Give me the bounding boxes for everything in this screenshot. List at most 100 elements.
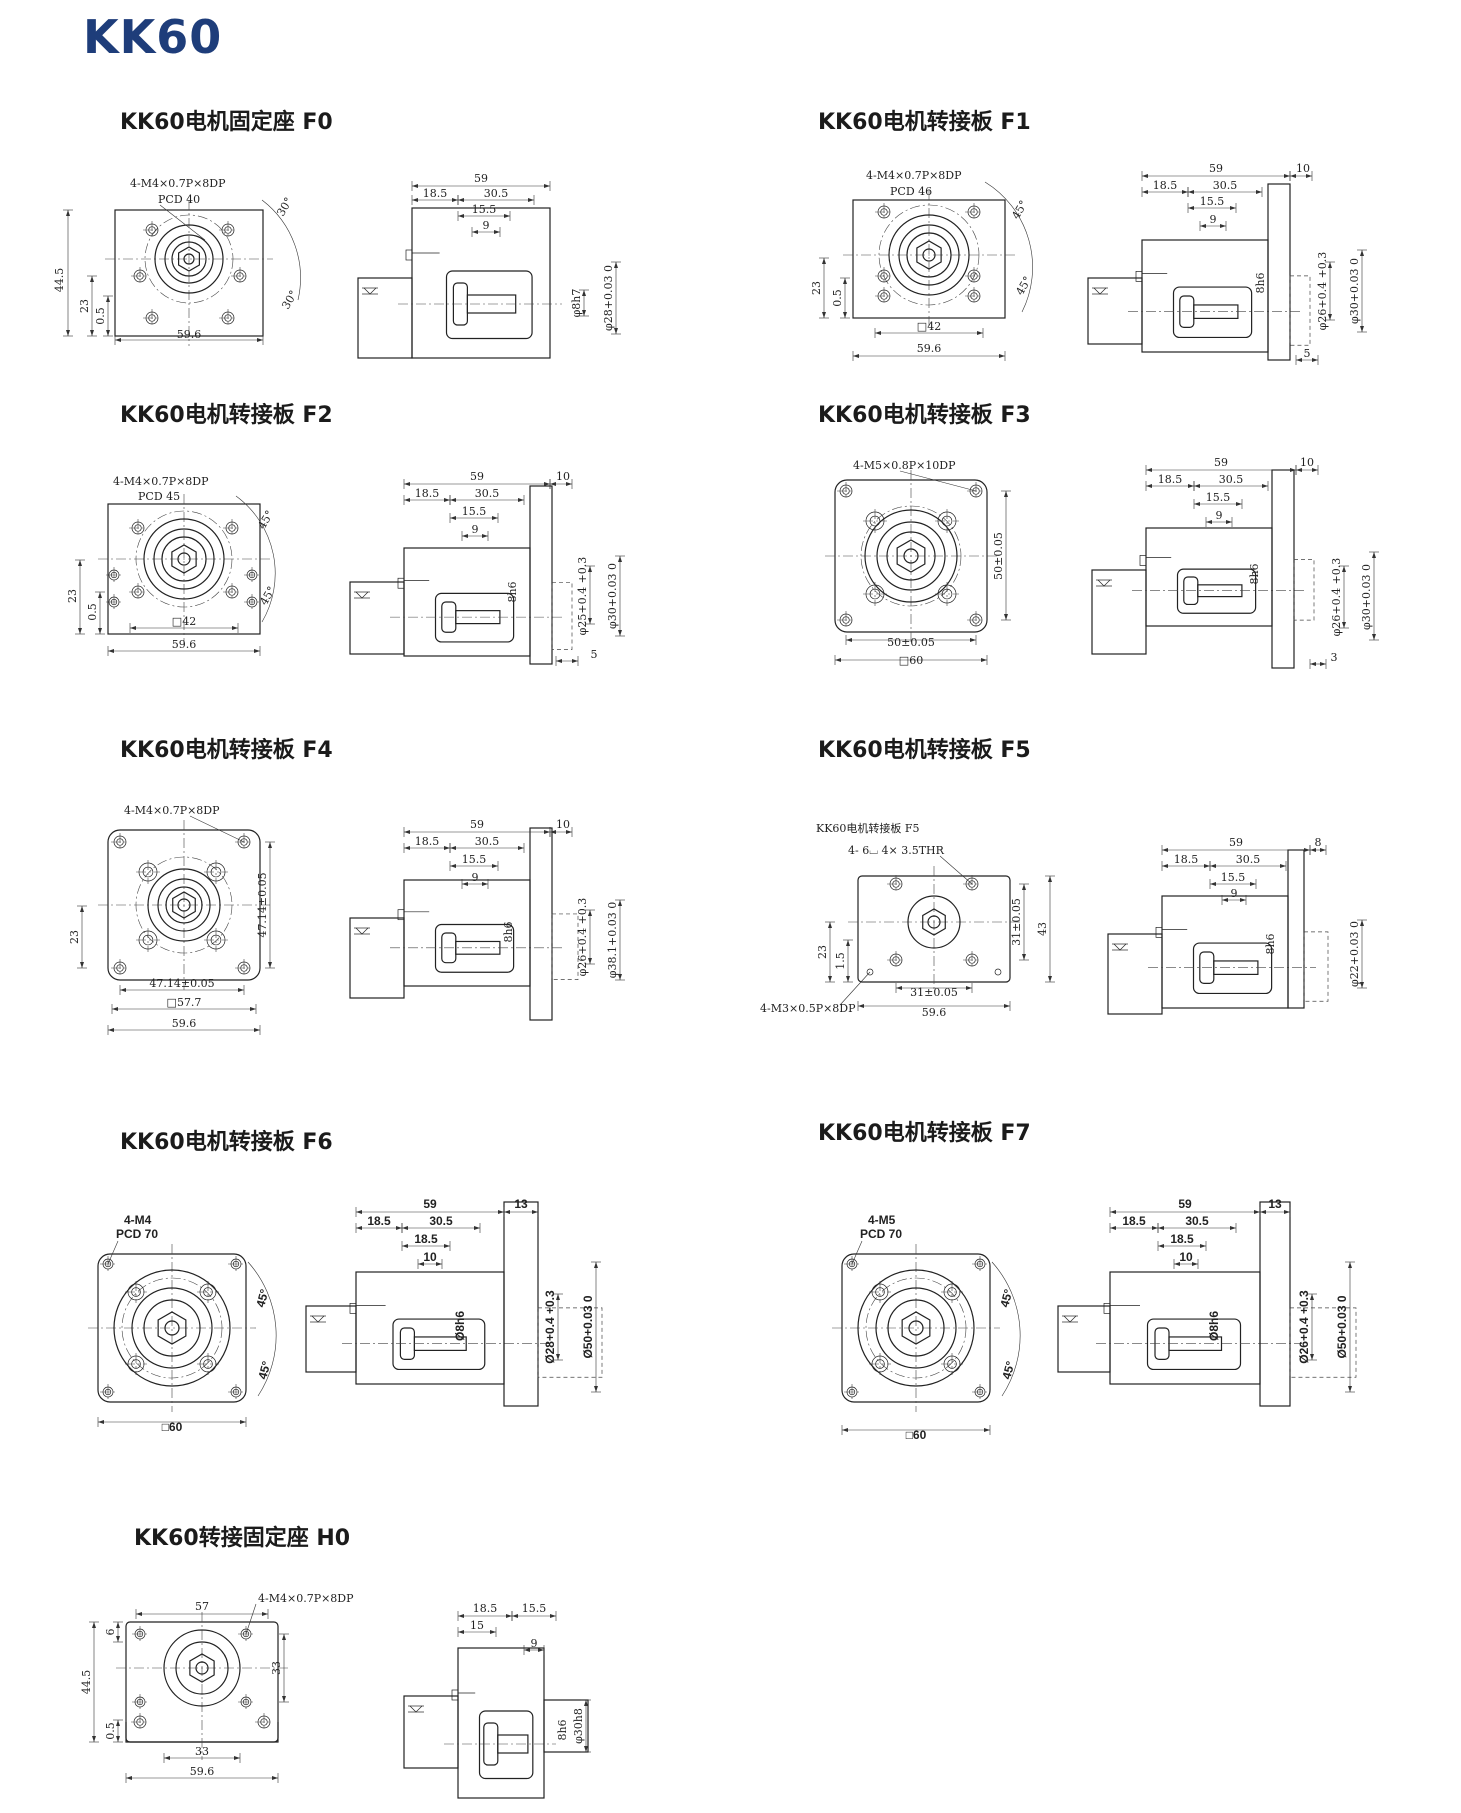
dimension-label: 10 <box>556 818 570 831</box>
dimension-label: 45° <box>997 1287 1015 1308</box>
dimension-label: φ26+0.4 +0.3 <box>1316 252 1329 331</box>
dimension-label: 0.5 <box>86 603 99 621</box>
dimension-label: 18.5 <box>415 487 440 500</box>
dimension-label: 59.6 <box>917 342 942 355</box>
dimension-label: □60 <box>906 1428 927 1442</box>
dimension-label: 18.5 <box>1170 1232 1194 1246</box>
dimension-label: 9 <box>531 1637 538 1650</box>
dimension-label: 10 <box>1179 1250 1193 1264</box>
dimension-label: 23 <box>810 281 823 295</box>
dimension-label: 30° <box>279 288 300 311</box>
section-title-f7: KK60电机转接板 F7 <box>818 1121 1031 1146</box>
dimension-label: 18.5 <box>423 187 448 200</box>
dimension-label: 59 <box>1229 836 1243 849</box>
section-title-f3: KK60电机转接板 F3 <box>818 403 1031 428</box>
dimension-label: □60 <box>162 1420 183 1434</box>
dimension-label: φ38.1+0.03 0 <box>606 902 619 978</box>
dimension-label: 50±0.05 <box>887 636 935 649</box>
dimension-label: 43 <box>1036 922 1049 936</box>
dimension-label: □42 <box>172 615 196 628</box>
dimension-label: 15.5 <box>1206 491 1231 504</box>
hole-spec-label: 4-M4 <box>124 1213 152 1227</box>
dimension-label: φ26+0.4 +0.3 <box>576 898 589 977</box>
dimension-label: 8h6 <box>1248 563 1261 584</box>
dimension-label: 59.6 <box>172 1017 197 1030</box>
dimension-label: 45° <box>255 1359 273 1380</box>
dimension-label: 59 <box>1178 1197 1192 1211</box>
dimension-label: 0.5 <box>831 289 844 307</box>
dimension-label: 10 <box>1296 162 1310 175</box>
hole-spec-label: 4-M3×0.5P×8DP <box>760 1002 856 1015</box>
dimension-label: Ø50+0.03 0 <box>581 1295 595 1358</box>
dimension-label: 8h6 <box>506 581 519 602</box>
page-title: KK60 <box>83 10 223 64</box>
dimension-label: 59 <box>474 172 488 185</box>
dimension-label: 15.5 <box>462 853 487 866</box>
dimension-label: 23 <box>66 589 79 603</box>
dimension-label: 23 <box>68 930 81 944</box>
dimension-label: 15.5 <box>1221 871 1246 884</box>
dimension-label: 9 <box>1231 887 1238 900</box>
dimension-label: φ30+0.03 0 <box>1360 564 1373 630</box>
dimension-label: 15.5 <box>1200 195 1225 208</box>
dimension-label: 18.5 <box>1153 179 1178 192</box>
dimension-label: Ø8h6 <box>453 1311 467 1341</box>
dimension-label: Ø26+0.4 +0.3 <box>1297 1290 1311 1364</box>
dimension-label: 30.5 <box>484 187 509 200</box>
hole-spec-label: 4-M4×0.7P×8DP <box>258 1592 354 1605</box>
dimension-label: 8h6 <box>1254 272 1267 293</box>
dimension-label: 47.14±0.05 <box>256 872 269 937</box>
dimension-label: 18.5 <box>1158 473 1183 486</box>
dimension-label: φ30h8 <box>572 1708 585 1744</box>
dimension-label: 59 <box>1214 456 1228 469</box>
dimension-label: 18.5 <box>415 835 440 848</box>
dimension-label: 18.5 <box>367 1214 391 1228</box>
pcd-label: PCD 70 <box>860 1227 902 1241</box>
dimension-label: φ26+0.4 +0.3 <box>1330 558 1343 637</box>
dimension-label: 59 <box>470 818 484 831</box>
section-title-h0: KK60转接固定座 H0 <box>134 1526 351 1551</box>
dimension-label: Ø50+0.03 0 <box>1335 1295 1349 1358</box>
dimension-label: 30.5 <box>1213 179 1238 192</box>
dimension-label: 5 <box>1304 347 1311 360</box>
dimension-label: 18.5 <box>414 1232 438 1246</box>
dimension-label: 23 <box>78 299 91 313</box>
dimension-label: 9 <box>483 219 490 232</box>
dimension-label: 15.5 <box>522 1602 547 1615</box>
dimension-label: 13 <box>514 1197 528 1211</box>
dimension-label: 9 <box>472 871 479 884</box>
dimension-label: □57.7 <box>167 996 202 1009</box>
dimension-label: 33 <box>195 1745 209 1758</box>
dimension-label: 59 <box>470 470 484 483</box>
dimension-label: 45° <box>1009 198 1030 221</box>
dimension-label: 3 <box>1331 651 1338 664</box>
dimension-label: 9 <box>1210 213 1217 226</box>
dimension-label: 10 <box>1300 456 1314 469</box>
hole-spec-label: 4-M4×0.7P×8DP <box>113 475 209 488</box>
dimension-label: 30.5 <box>1185 1214 1209 1228</box>
dimension-label: 30.5 <box>1219 473 1244 486</box>
section-title-f2: KK60电机转接板 F2 <box>120 403 333 428</box>
dimension-label: 59.6 <box>190 1765 215 1778</box>
dimension-label: 30.5 <box>1236 853 1261 866</box>
hole-spec-label: 4-M4×0.7P×8DP <box>866 169 962 182</box>
dimension-label: 44.5 <box>53 268 66 293</box>
section-title-f1: KK60电机转接板 F1 <box>818 110 1031 135</box>
dimension-label: 15.5 <box>472 203 497 216</box>
dimension-label: 0.5 <box>94 307 107 325</box>
dimension-label: 50±0.05 <box>992 532 1005 580</box>
dimension-label: φ8h7 <box>570 289 583 318</box>
dimension-label: Ø28+0.4 +0.3 <box>543 1290 557 1364</box>
dimension-label: 33 <box>270 1661 283 1675</box>
section-title-f0: KK60电机固定座 F0 <box>120 110 333 135</box>
dimension-label: 59 <box>423 1197 437 1211</box>
dimension-label: 10 <box>423 1250 437 1264</box>
dimension-label: φ28+0.03 0 <box>602 265 615 331</box>
section-title-f4: KK60电机转接板 F4 <box>120 738 333 763</box>
